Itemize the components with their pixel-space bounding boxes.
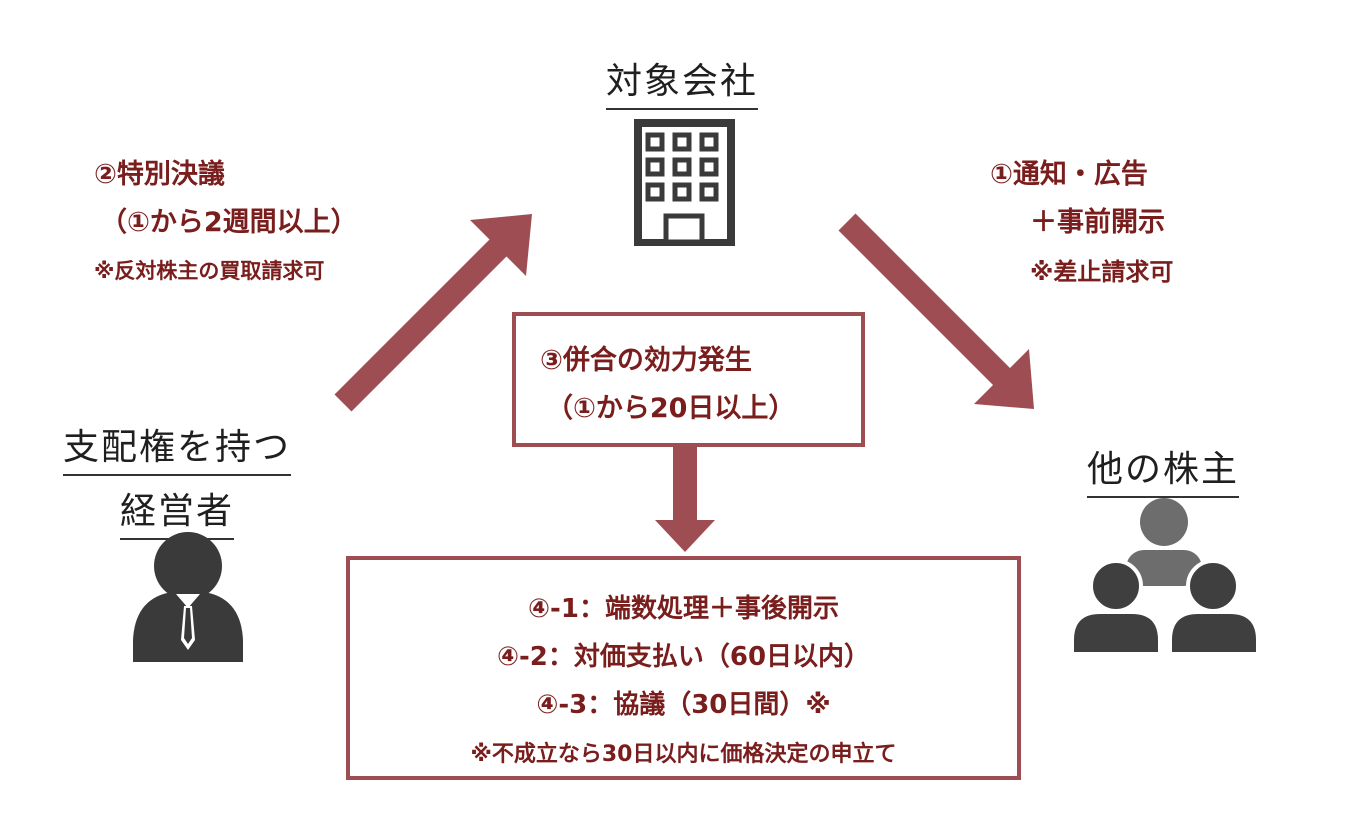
- manager-label: 支配権を持つ 経営者: [42, 418, 312, 540]
- step2-period: （①から2週間以上）: [100, 207, 358, 238]
- step2-title: ②特別決議: [94, 159, 225, 190]
- step4-item3: ④-3：協議（30日間）※: [536, 690, 831, 720]
- step4-note: ※不成立なら30日以内に価格決定の申立て: [470, 742, 897, 767]
- step1-disclosure: ＋事前開示: [1030, 207, 1165, 238]
- arrow-step3-to-step4: [655, 446, 715, 552]
- step4-box: ④-1：端数処理＋事後開示 ④-2：対価支払い（60日以内） ④-3：協議（30…: [346, 556, 1021, 780]
- step3-period: （①から20日以上）: [546, 393, 796, 424]
- shareholders-label: 他の株主: [1068, 440, 1258, 498]
- step4-item2: ④-2：対価支払い（60日以内）: [496, 642, 871, 672]
- step3-box: ③併合の効力発生 （①から20日以上）: [512, 312, 865, 447]
- step2-note: ※反対株主の買取請求可: [94, 259, 325, 283]
- arrow-manager-to-company: [334, 214, 532, 412]
- step1-note: ※差止請求可: [1030, 258, 1174, 286]
- step3-title: ③併合の効力発生: [540, 345, 752, 376]
- company-label: 対象会社: [594, 52, 770, 110]
- arrow-company-to-shareholders: [838, 213, 1034, 409]
- step1-title: ①通知・広告: [990, 159, 1148, 190]
- step4-item1: ④-1：端数処理＋事後開示: [528, 594, 839, 624]
